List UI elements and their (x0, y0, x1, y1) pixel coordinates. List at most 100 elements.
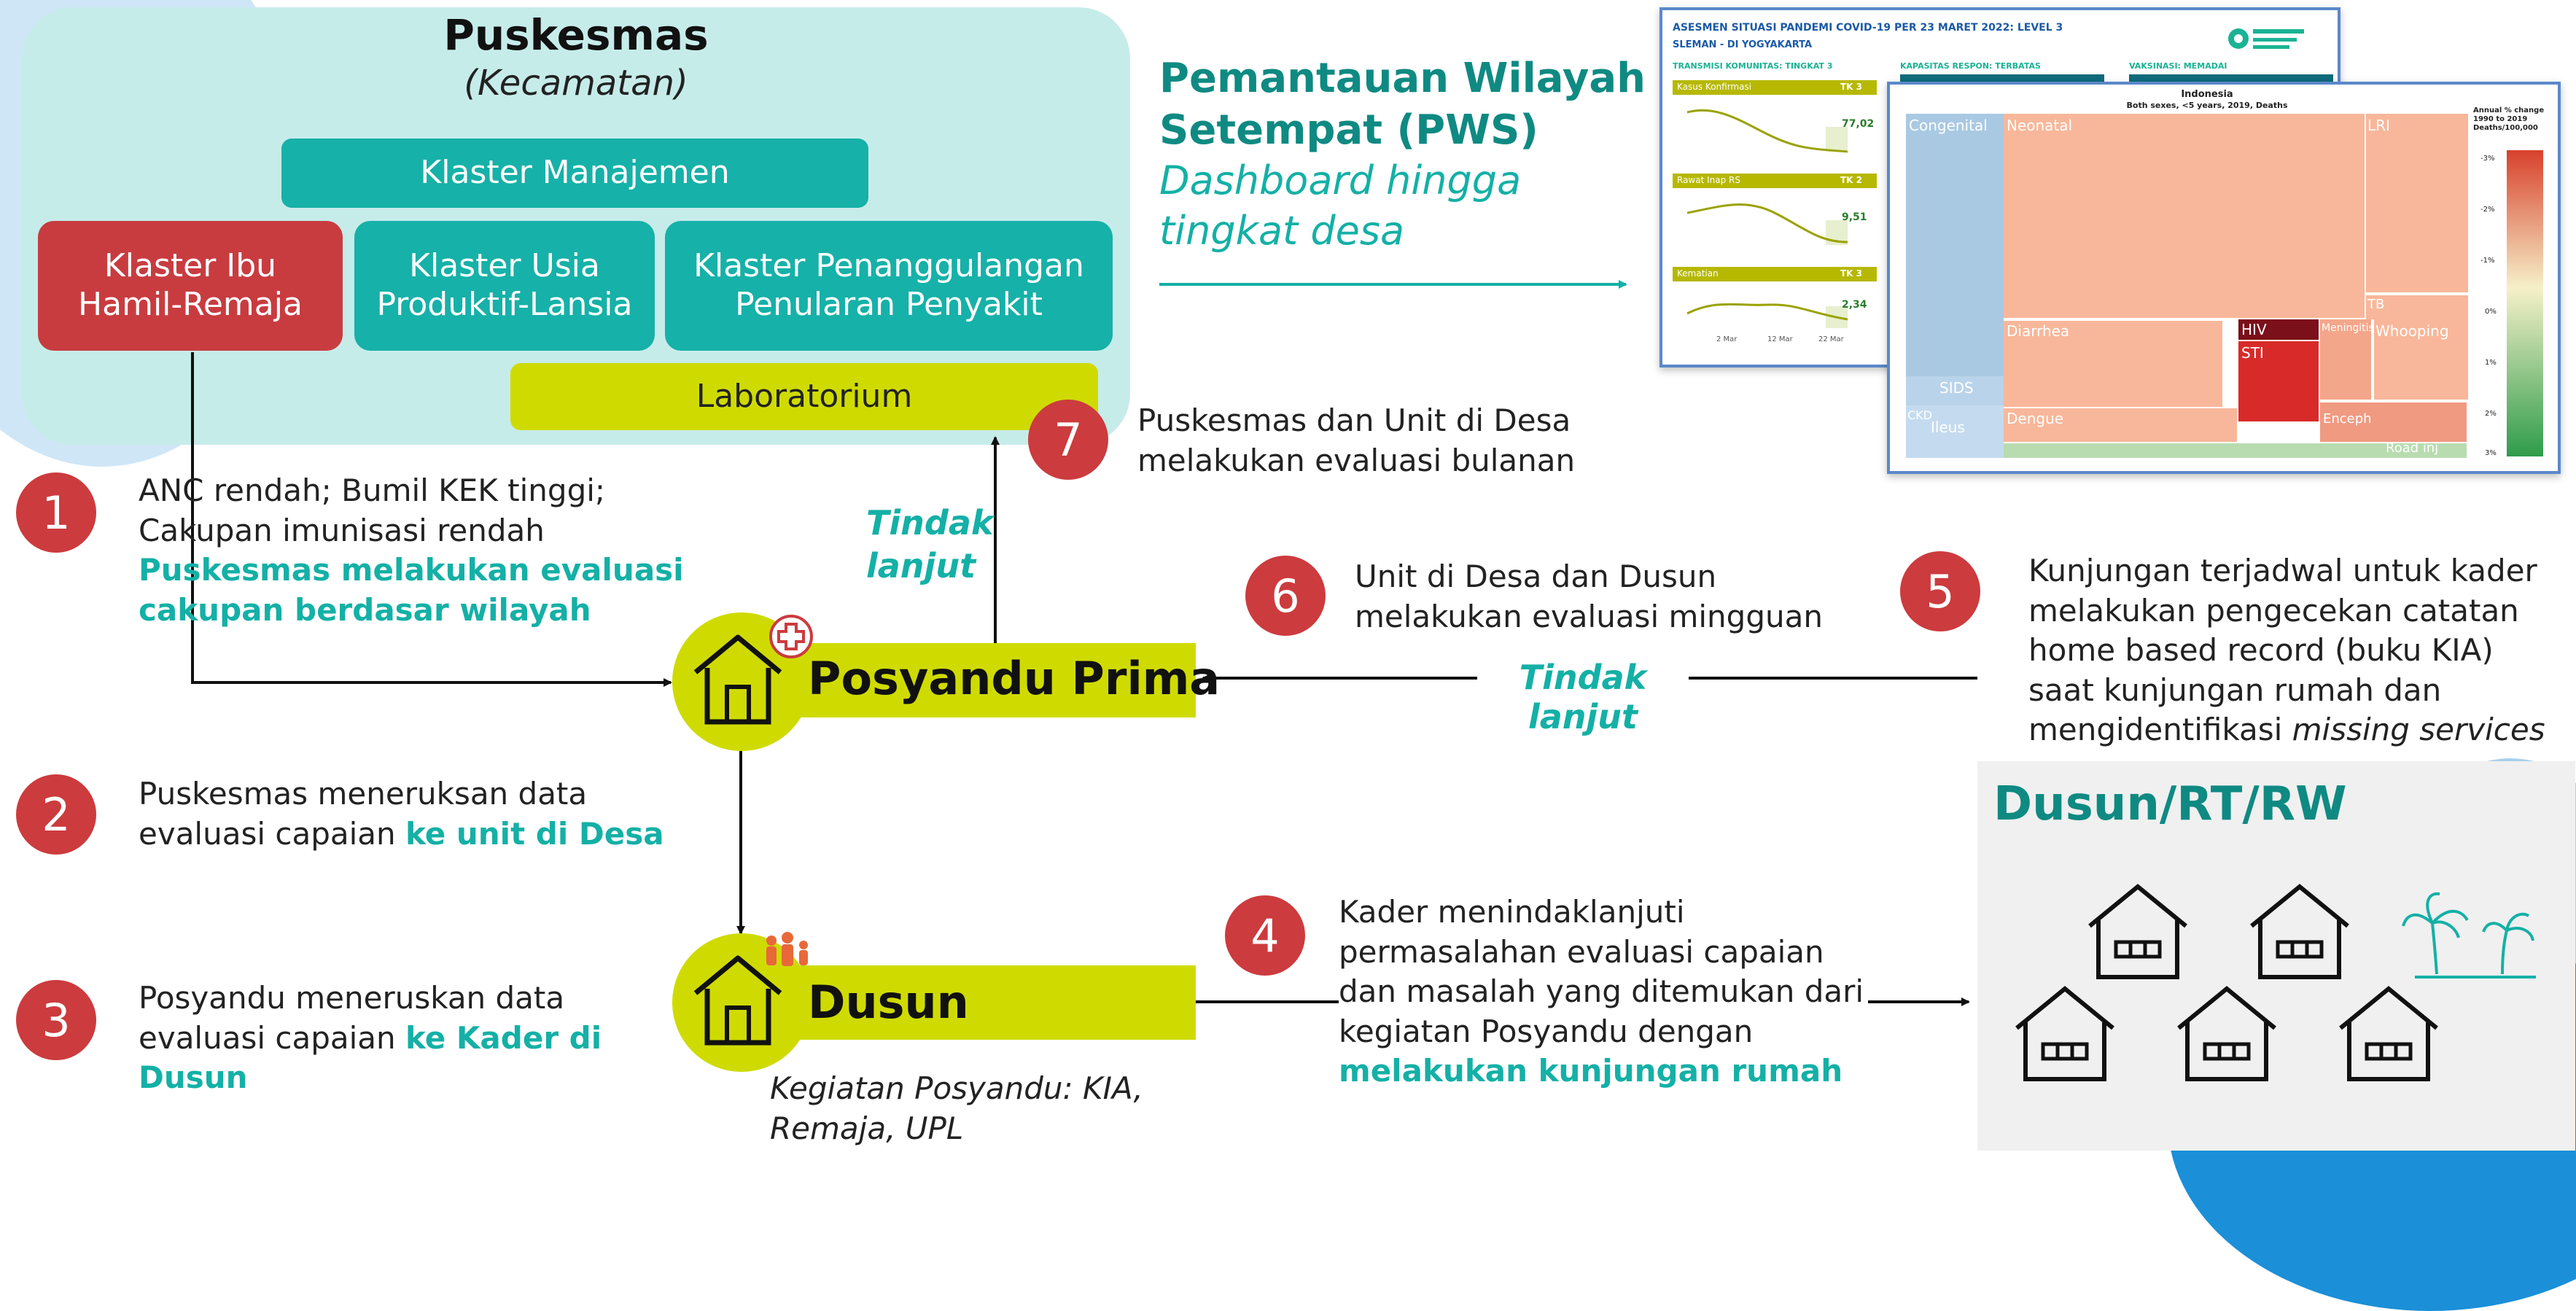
panel2-level: TK 2 (1840, 175, 1863, 185)
panel1-label: Kasus Konfirmasi (1677, 82, 1752, 92)
x-tick-3: 22 Mar (1818, 335, 1844, 343)
panel1-value: 77,02 (1842, 118, 1875, 130)
panel1-sparkline (1686, 109, 1848, 153)
step-6-line2: melakukan evaluasi mingguan (1355, 598, 1823, 634)
step-7-text: Puskesmas dan Unit di Desa melakukan eva… (1137, 401, 1575, 481)
treemap-cell-injuries (2004, 442, 2467, 458)
legend-tick-1: -2% (2480, 206, 2495, 214)
puskesmas-title: Puskesmas (443, 10, 709, 60)
step-4-line3: dan masalah yang ditemukan dari (1339, 973, 1864, 1010)
panel3-sparkline (1686, 303, 1848, 328)
pws-title-line2: Setempat (PWS) (1159, 106, 1538, 155)
dusun-bar (736, 965, 1196, 1040)
klaster-penanggulangan-penyakit: Klaster Penanggulangan Penularan Penyaki… (665, 221, 1113, 351)
dashboard1-kapasitas-bar (1900, 74, 2104, 83)
treemap-label-dengue: Dengue (2007, 410, 2064, 427)
treemap-cell-meningitis (2320, 319, 2371, 400)
panel2-header (1673, 174, 1877, 188)
dashboard1-vaksinasi: VAKSINASI: MEMADAI (2129, 61, 2227, 71)
step-7-line2: melakukan evaluasi bulanan (1137, 442, 1576, 478)
step-2-line2: evaluasi capaian (139, 815, 405, 852)
dashboard1-region: SLEMAN - DI YOGYAKARTA (1673, 39, 1813, 50)
puskesmas-subtitle: (Kecamatan) (464, 63, 688, 104)
dashboard1-kapasitas: KAPASITAS RESPON: TERBATAS (1900, 61, 2041, 71)
step-1-badge: 1 (16, 472, 96, 553)
step-1-line1: ANC rendah; Bumil KEK tinggi; (139, 472, 606, 508)
klaster-usia-produktif-lansia: Klaster Usia Produktif-Lansia (354, 221, 655, 351)
step-7-badge: 7 (1028, 400, 1108, 480)
treemap-label-ileus: Ileus (1931, 419, 1965, 436)
step-1-line2: Cakupan imunisasi rendah (139, 512, 545, 548)
step-5-missing-services: missing services (2292, 712, 2545, 748)
treemap-label-enceph: Enceph (2323, 411, 2372, 427)
treemap-label-whooping: Whooping (2375, 322, 2449, 340)
laboratorium: Laboratorium (510, 363, 1098, 430)
treemap-cell-whooping (2373, 319, 2468, 400)
dusun-rt-rw-title: Dusun/RT/RW (1993, 777, 2347, 831)
step-3-highlight2: Dusun (139, 1059, 248, 1096)
step-5-line4: saat kunjungan rumah dan (2028, 672, 2442, 708)
treemap-cell-enceph (2320, 401, 2467, 443)
treemap-cell-diarrhea (2004, 319, 2222, 407)
medical-cross-icon (769, 615, 813, 658)
step-4-line2: permasalahan evaluasi capaian (1339, 933, 1824, 970)
treemap-title: Indonesia (2181, 89, 2233, 100)
x-tick-2: 12 Mar (1767, 335, 1793, 343)
posyandu-prima-bar (736, 643, 1196, 717)
step-2-text: Puskesmas meneruksan data evaluasi capai… (139, 774, 664, 854)
klaster-usia-line2: Produktif-Lansia (376, 286, 633, 323)
pws-heading: Pemantauan Wilayah Setempat (PWS) Dashbo… (1159, 52, 1646, 256)
step-2-number: 2 (42, 787, 71, 841)
village-illustration (2015, 884, 2536, 1081)
klaster-penyakit-line2: Penularan Penyakit (735, 286, 1043, 323)
treemap-cell-hiv (2238, 319, 2319, 340)
klaster-ibu-line1: Klaster Ibu (104, 247, 277, 285)
step-1-number: 1 (42, 486, 71, 540)
step-1-highlight2: cakupan berdasar wilayah (139, 591, 591, 628)
legend-tick-2: -1% (2480, 257, 2495, 265)
step-5-line1: Kunjungan terjadwal untuk kader (2028, 553, 2537, 588)
step-5-line2: melakukan pengecekan catatan (2028, 592, 2519, 629)
kegiatan-posyandu-text: Kegiatan Posyandu: KIA, Remaja, UPL (770, 1069, 1143, 1148)
legend-tick-4: 1% (2485, 359, 2497, 367)
step-5-line5: mengidentifikasi (2028, 712, 2292, 748)
step-3-number: 3 (42, 993, 71, 1047)
treemap-label-hiv: HIV (2241, 321, 2267, 338)
klaster-manajemen-label: Klaster Manajemen (420, 154, 730, 192)
step-2-badge: 2 (16, 774, 96, 855)
tindak-lanjut-horizontal: Tindak lanjut (1477, 658, 1689, 736)
legend-tick-3: 0% (2485, 308, 2497, 316)
step-1-text: ANC rendah; Bumil KEK tinggi; Cakupan im… (139, 471, 684, 630)
treemap-legend-gradient (2507, 150, 2543, 456)
panel3-value: 2,34 (1842, 299, 1867, 311)
step-4-text: Kader menindaklanjuti permasalahan evalu… (1339, 892, 1869, 1092)
laboratorium-label: Laboratorium (696, 377, 913, 415)
legend-tick-0: -3% (2480, 155, 2495, 163)
panel1-header (1673, 80, 1877, 95)
panel3-label: Kematian (1677, 268, 1719, 279)
step-4-number: 4 (1250, 909, 1280, 962)
house-medical-icon (693, 634, 782, 725)
panel3-level: TK 3 (1840, 268, 1863, 279)
panel1-level: TK 3 (1840, 82, 1863, 92)
step-7-number: 7 (1054, 413, 1083, 467)
treemap-label-sti: STI (2241, 344, 2264, 362)
palm-trees-icon (2402, 892, 2536, 979)
treemap-cell-small-blue (1906, 405, 2004, 458)
step-1-highlight1: Puskesmas melakukan evaluasi (139, 552, 684, 588)
treemap-label-neonatal: Neonatal (2007, 117, 2073, 134)
step-3-text: Posyandu meneruskan data evaluasi capaia… (139, 979, 602, 1098)
step-5-badge: 5 (1900, 551, 1980, 631)
pws-title-line1: Pemantauan Wilayah (1159, 55, 1646, 102)
treemap-label-lri: LRI (2367, 117, 2390, 134)
treemap-label-meningitis: Meningitis (2322, 322, 2374, 334)
treemap-cell-dengue (2004, 407, 2237, 443)
step-4-badge: 4 (1225, 895, 1305, 976)
step-3-badge: 3 (16, 980, 96, 1060)
treemap-cell-neonatal (2004, 114, 2365, 318)
house-icon-5 (2339, 986, 2438, 1081)
family-icon (766, 932, 808, 966)
step-5-text: Kunjungan terjadwal untuk kader melakuka… (2028, 551, 2545, 750)
treemap-subtitle: Both sexes, <5 years, 2019, Deaths (2126, 101, 2288, 110)
step-4-highlight: melakukan kunjungan rumah (1339, 1053, 1843, 1089)
